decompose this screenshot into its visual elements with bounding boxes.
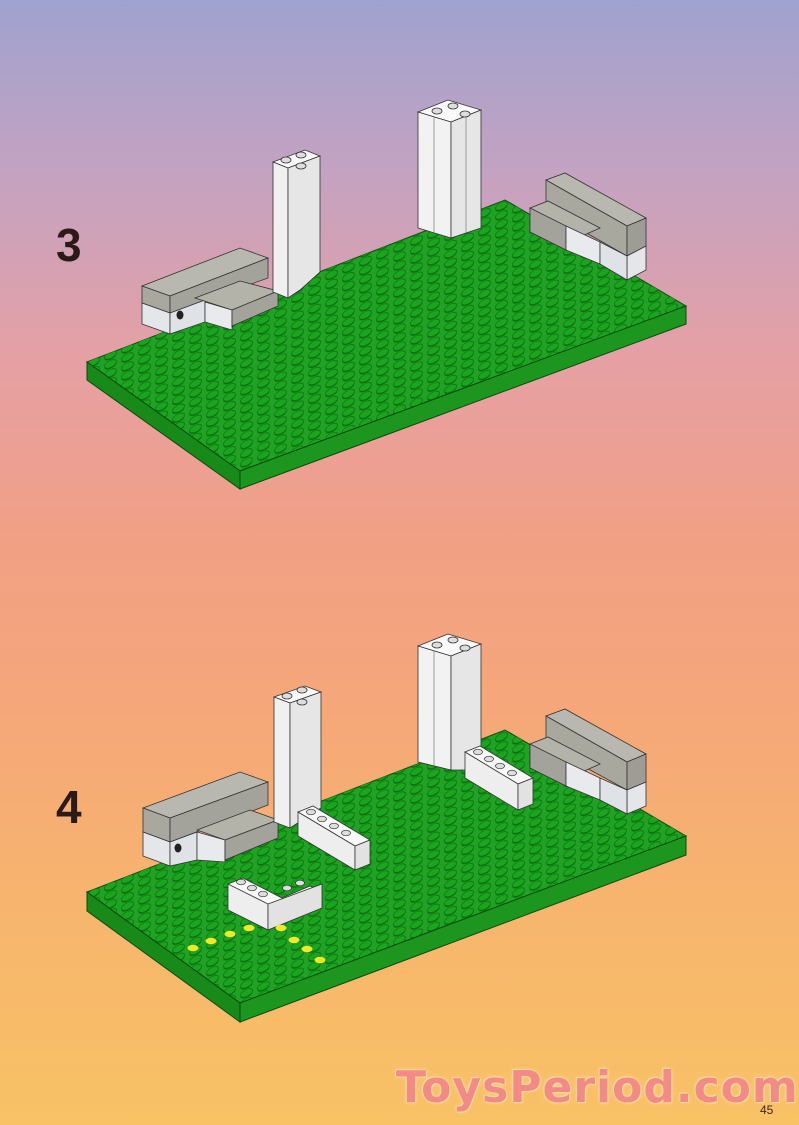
watermark: ToysPeriod.com [396,1062,799,1113]
step-number-3: 3 [56,219,82,271]
white-l-brick [227,877,323,931]
step-4-model [85,633,688,1023]
highlighted-studs [187,924,326,964]
left-brick-stack [141,771,280,867]
white-pillar-left [272,685,323,829]
right-brick-stack [529,172,647,281]
white-brick-1x4-right [464,745,534,811]
white-pillar-right [416,633,483,771]
right-brick-stack [529,708,647,815]
page-number: 45 [760,1103,774,1117]
left-brick-stack [140,247,280,335]
white-brick-1x4-left [297,805,371,871]
step-3-model [85,99,688,490]
step-number-4: 4 [56,781,82,833]
white-pillar-left [271,149,322,299]
white-pillar-right [416,99,483,239]
